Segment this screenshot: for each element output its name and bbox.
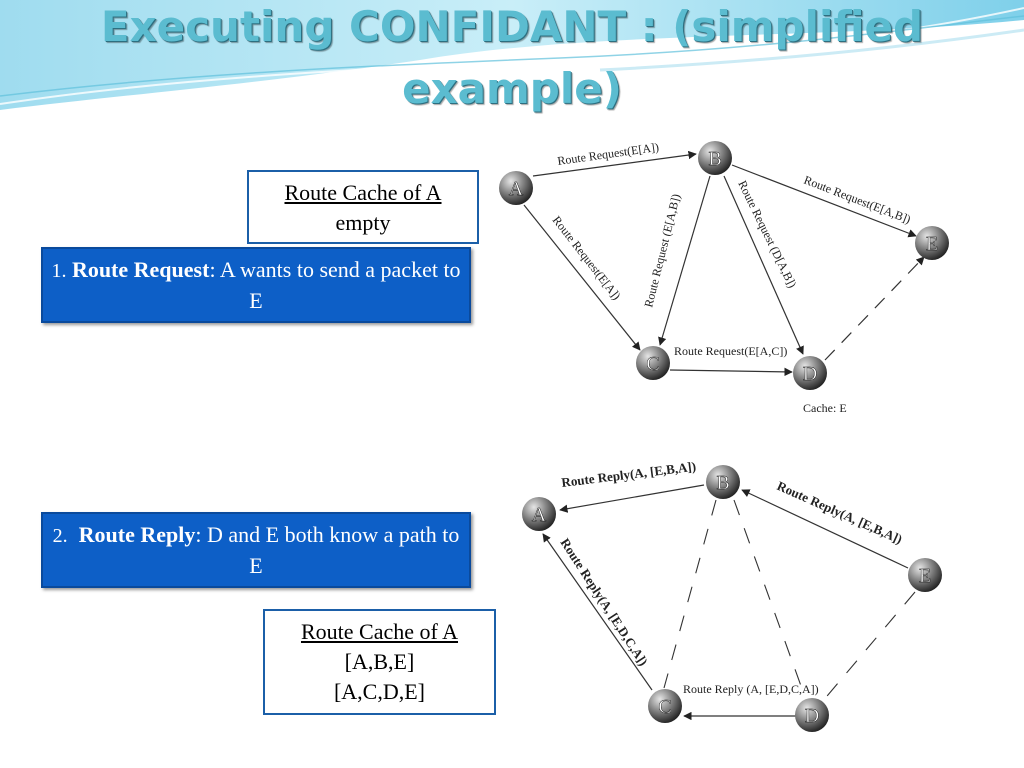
edge-label: Route Request(E[A]) [550, 213, 624, 302]
step-2-box: 2. Route Reply: D and E both know a path… [41, 512, 471, 588]
svg-text:B: B [708, 148, 721, 170]
step-label: Route Request [71, 257, 210, 282]
node-b: B [706, 465, 740, 499]
svg-text:D: D [803, 363, 817, 385]
route-cache-entry: empty [335, 210, 391, 235]
step-number: 2. [52, 525, 68, 547]
node-b: B [698, 141, 732, 175]
svg-text:B: B [716, 472, 729, 494]
route-cache-entry: [A,C,D,E] [333, 679, 426, 704]
step-text: : A wants to send a packet to E [209, 257, 461, 313]
edge-label: Route Request(E[A,B]) [802, 173, 913, 227]
svg-text:E: E [919, 565, 931, 587]
dashed-link-e-d [821, 591, 916, 703]
route-cache-entry: [A,B,E] [344, 649, 415, 674]
node-a: A [522, 497, 556, 531]
edge-b-c [658, 175, 711, 346]
node-e: E [915, 226, 949, 260]
step-text: : D and E both know a path to E [195, 522, 460, 578]
edge-label: Route Request (E[A,B]) [641, 192, 683, 308]
svg-text:C: C [646, 353, 659, 375]
edge-label: Route Reply(A, [E,D,C,A]) [557, 535, 651, 668]
svg-text:D: D [805, 705, 819, 727]
dashed-link-b-c [663, 499, 717, 689]
step-label: Route Reply [78, 522, 196, 547]
node-d: D [795, 698, 829, 732]
route-cache-title: Route Cache of A [300, 619, 459, 644]
edge-label: Route Reply(A, [E,B,A]) [561, 459, 697, 490]
edge-c-d [669, 367, 793, 377]
node-d: D [793, 356, 827, 390]
header-wave-background [0, 0, 1024, 110]
node-a: A [499, 171, 533, 205]
svg-text:C: C [658, 696, 671, 718]
svg-text:A: A [532, 504, 547, 526]
slide-title-line-1: Executing CONFIDANT : (simplified [100, 2, 924, 51]
step-number: 1. [51, 260, 67, 282]
edge-b-d [723, 175, 804, 355]
edge-b-e [731, 164, 917, 238]
step-1-box: 1. Route Request: A wants to send a pack… [41, 247, 471, 323]
svg-text:A: A [509, 178, 524, 200]
edge-e-b [741, 489, 909, 569]
cache-note: Cache: E [803, 401, 847, 415]
edge-a-c [523, 204, 641, 351]
edge-label: Route Reply (A, [E,D,C,A]) [683, 682, 819, 696]
edge-label: Route Request(E[A,C]) [674, 344, 787, 358]
route-cache-title: Route Cache of A [284, 180, 442, 205]
node-c: C [636, 346, 670, 380]
slide-title-line-2: example) [402, 64, 622, 113]
svg-text:E: E [926, 233, 938, 255]
edge-c-a [542, 533, 653, 691]
edge-label: Route Request(E[A]) [556, 140, 659, 168]
dashed-link-b-d [733, 499, 806, 698]
route-cache-box-2: Route Cache of A [A,B,E] [A,C,D,E] [263, 609, 496, 715]
edge-d-e-dashed [824, 256, 925, 361]
edge-a-b [532, 150, 697, 177]
node-e: E [908, 558, 942, 592]
edge-b-a [559, 484, 705, 513]
route-cache-box-1: Route Cache of A empty [247, 170, 479, 244]
node-c: C [648, 689, 682, 723]
